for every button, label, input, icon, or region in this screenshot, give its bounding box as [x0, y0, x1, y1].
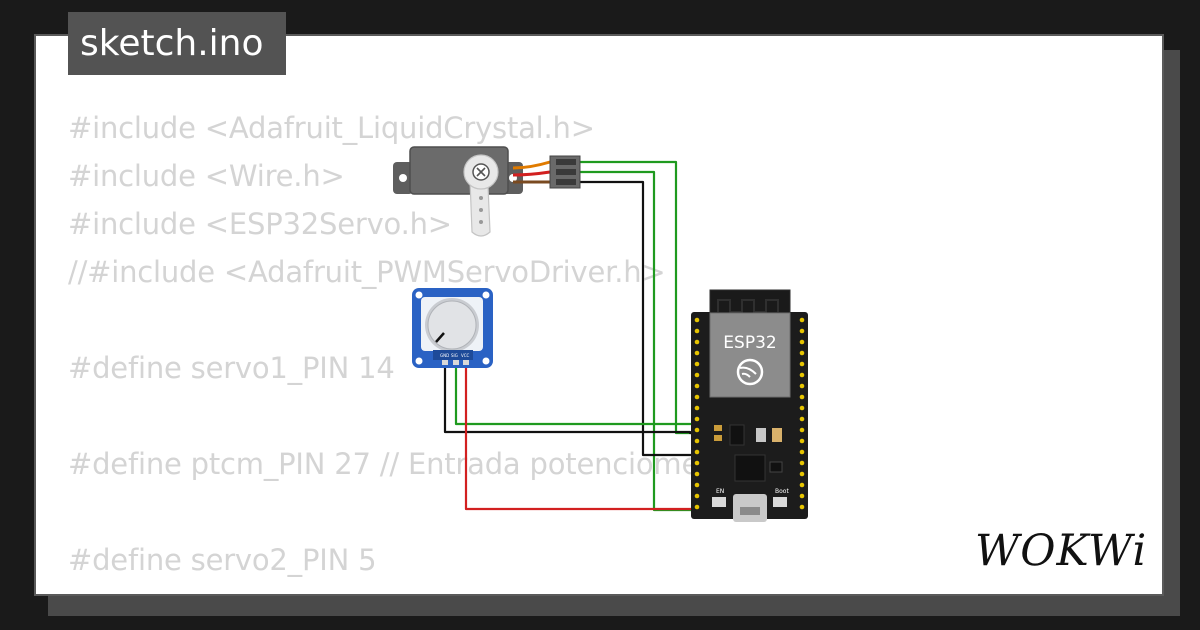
wire-pot-sig — [454, 362, 700, 426]
pot-pin-label-gnd: GND — [440, 353, 449, 358]
code-line: #include <Wire.h> — [68, 159, 345, 193]
wire-servo-signal — [580, 160, 700, 435]
pot-pin-label-vcc: VCC — [461, 353, 470, 358]
code-line: #define servo1_PIN 14 — [68, 351, 395, 385]
pot-pin-label-sig: SIG — [451, 353, 458, 358]
esp32-board[interactable]: ESP32 EN Boot — [691, 289, 808, 522]
file-title-tab: sketch.ino — [68, 12, 286, 75]
en-button-label: EN — [716, 488, 724, 495]
code-line: #include <Adafruit_LiquidCrystal.h> — [68, 111, 595, 145]
board-chip-label: ESP32 — [723, 333, 776, 353]
code-line: #define servo2_PIN 5 — [68, 543, 377, 577]
preview-card: #include <Adafruit_LiquidCrystal.h> #incl… — [34, 34, 1164, 596]
wire-pot-vcc — [464, 362, 700, 511]
wire-servo-vcc — [580, 170, 700, 512]
servo-motor[interactable] — [393, 146, 581, 237]
boot-button[interactable] — [773, 497, 787, 507]
code-editor: #include <Adafruit_LiquidCrystal.h> #incl… — [68, 104, 739, 584]
potentiometer[interactable]: GND SIG VCC — [412, 288, 493, 368]
wokwi-logo: WOKWi — [975, 526, 1148, 576]
en-button[interactable] — [712, 497, 726, 507]
boot-button-label: Boot — [775, 488, 789, 495]
code-line: //#include <Adafruit_PWMServoDriver.h> — [68, 255, 666, 289]
code-line: #include <ESP32Servo.h> — [68, 207, 452, 241]
wire-pot-gnd — [443, 362, 700, 435]
wire-servo-gnd — [580, 180, 700, 457]
